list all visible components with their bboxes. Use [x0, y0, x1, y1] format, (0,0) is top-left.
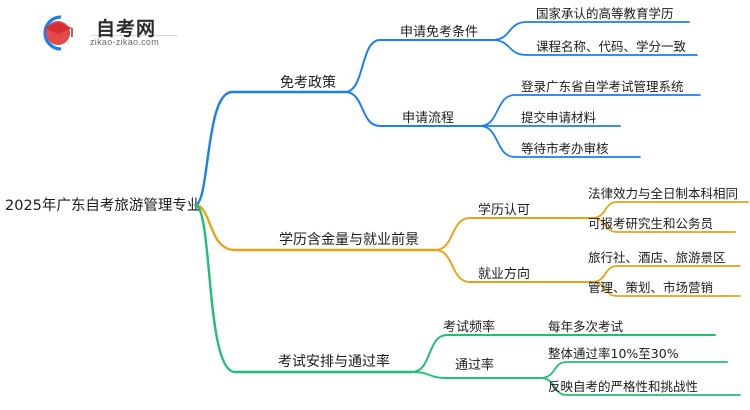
subbranch-line-1-1 [344, 39, 493, 93]
branch-mian-kao-zheng-ce[interactable]: 免考政策 申请免考条件 国家承认的高等教育学历 课程名称、代码、学分一致 申请流… [193, 6, 701, 207]
branch-label-3: 考试安排与通过率 [278, 353, 390, 370]
subbranch-label-1-1: 申请免考条件 [400, 24, 478, 40]
leaf-label-1-1-1: 国家承认的高等教育学历 [536, 6, 674, 21]
branch-kao-shi-an-pai[interactable]: 考试安排与通过率 考试频率 每年多次考试 通过率 整体通过率10%至30% 反映… [193, 203, 741, 396]
leaf-line-2-1-1 [591, 201, 749, 219]
logo-name-cn: 自考网 [96, 18, 157, 40]
subbranch-label-3-2: 通过率 [455, 357, 494, 373]
subbranch-label-2-2: 就业方向 [478, 266, 530, 282]
subbranch-line-3-1 [411, 334, 716, 373]
branch-xue-li-han-jin-liang[interactable]: 学历含金量与就业前景 学历认可 法律效力与全日制本科相同 可报考研究生和公务员 … [193, 186, 749, 297]
subbranch-label-2-1: 学历认可 [478, 202, 530, 218]
logo-divider [90, 35, 178, 36]
leaf-line-1-1-1 [491, 21, 690, 41]
leaf-label-3-2-2: 反映自考的严格性和挑战性 [548, 379, 698, 394]
mindmap-root-label: 2025年广东自考旅游管理专业 [5, 197, 201, 214]
subbranch-line-1-2 [344, 91, 481, 127]
leaf-line-2-2-2 [591, 281, 741, 297]
branch-line-3 [193, 203, 414, 374]
site-logo: 自考网 zikao-zikao.com [28, 10, 178, 56]
leaf-line-3-2-2 [539, 377, 741, 396]
leaf-label-3-1-1: 每年多次考试 [548, 319, 624, 334]
leaf-label-3-2-1: 整体通过率10%至30% [548, 346, 679, 361]
leaf-line-2-1-2 [591, 217, 736, 233]
leaf-line-1-1-2 [491, 39, 698, 56]
leaf-line-2-2-1 [591, 265, 741, 283]
leaf-label-2-1-1: 法律效力与全日制本科相同 [588, 186, 738, 201]
leaf-label-2-2-1: 旅行社、酒店、旅游景区 [588, 250, 726, 265]
branch-line-1 [193, 90, 347, 207]
subbranch-line-2-1 [434, 217, 593, 251]
subbranch-line-2-2 [434, 249, 593, 283]
subbranch-label-3-1: 考试频率 [443, 319, 495, 335]
leaf-label-1-1-2: 课程名称、代码、学分一致 [536, 39, 687, 54]
leaf-line-1-2-3 [479, 125, 641, 158]
leaf-label-1-2-2: 提交申请材料 [521, 110, 597, 125]
subbranch-label-1-2: 申请流程 [402, 111, 454, 126]
leaf-label-1-2-1: 登录广东省自学考试管理系统 [521, 79, 684, 94]
leaf-line-1-2-1 [479, 94, 701, 127]
graduation-cap-icon [43, 15, 73, 51]
logo-name-en: zikao-zikao.com [90, 37, 160, 47]
branch-label-2: 学历含金量与就业前景 [279, 231, 419, 248]
leaf-line-3-2-1 [539, 361, 728, 379]
leaf-label-2-2-2: 管理、策划、市场营销 [588, 280, 713, 295]
leaf-label-1-2-3: 等待市考办审核 [521, 141, 609, 156]
leaf-label-2-1-2: 可报考研究生和公务员 [588, 216, 713, 231]
subbranch-line-3-2 [411, 371, 541, 379]
branch-label-1: 免考政策 [280, 74, 336, 91]
branch-line-2 [193, 203, 437, 252]
